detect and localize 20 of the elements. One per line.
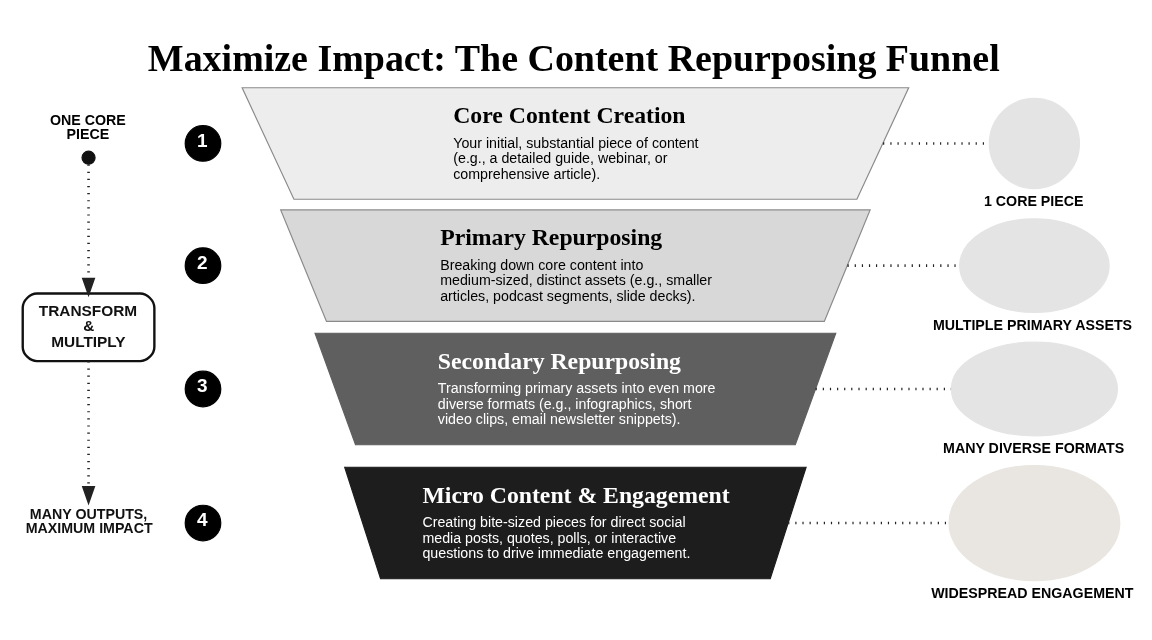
node-label: WIDESPREAD ENGAGEMENT	[931, 584, 1134, 601]
node-text: MANY OUTPUTS, MAXIMUM IMPACT	[25, 505, 153, 536]
arrow	[81, 164, 96, 297]
node-circle: 1	[184, 124, 222, 162]
arrow	[81, 360, 96, 506]
connector	[788, 521, 949, 524]
node-label: 1 CORE PIECE	[983, 192, 1084, 209]
node-circle	[988, 97, 1081, 189]
node-circle: 3	[184, 370, 222, 407]
node-ellipse	[950, 341, 1118, 436]
node-label: MULTIPLE PRIMARY ASSETS	[932, 316, 1133, 333]
diagram-title: Maximize Impact: The Content Repurposing Funnel	[147, 36, 1000, 79]
node-ellipse	[948, 464, 1121, 581]
node-circle: 2	[184, 246, 222, 284]
node-ellipse	[959, 217, 1110, 313]
node-label: ONE CORE PIECE	[50, 111, 126, 142]
node-circle	[81, 150, 96, 165]
node-box: TRANSFORM & MULTIPLY	[21, 291, 156, 362]
node-label: MANY DIVERSE FORMATS	[943, 439, 1125, 456]
node-circle: 4	[184, 504, 222, 541]
